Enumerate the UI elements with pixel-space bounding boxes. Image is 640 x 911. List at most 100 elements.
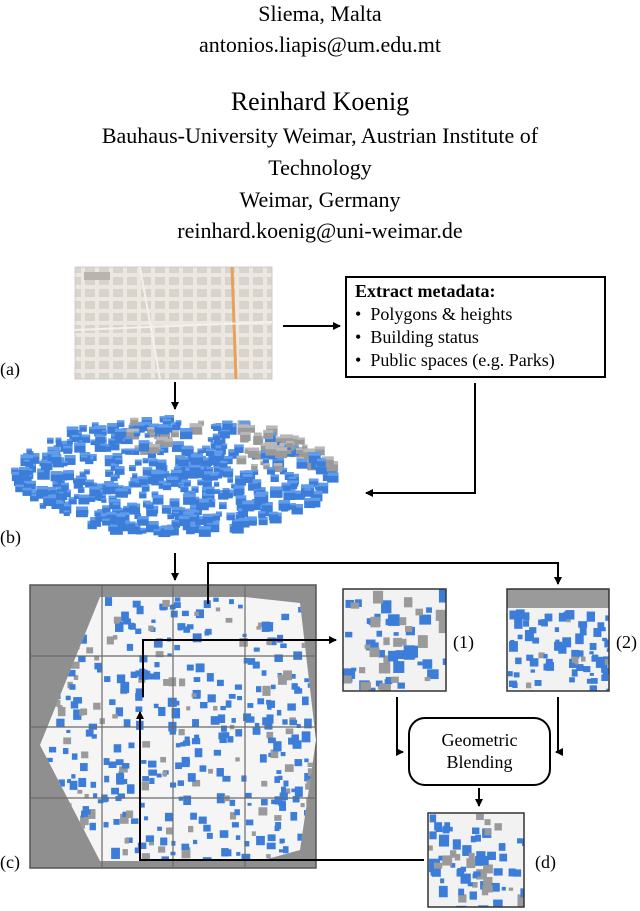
blue-building [215, 445, 226, 455]
blue-building [243, 713, 252, 721]
building-roof [227, 477, 234, 480]
gray-building [390, 676, 399, 683]
blue-building [467, 882, 473, 887]
blue-building [283, 489, 296, 501]
blue-building [571, 669, 578, 677]
gray-building [71, 661, 80, 669]
blue-building [266, 699, 272, 705]
blue-building [187, 773, 196, 782]
blue-building [140, 802, 145, 808]
blue-building [242, 500, 255, 512]
building-roof [158, 480, 168, 484]
blue-building [116, 420, 125, 428]
building-roof [162, 418, 171, 422]
blue-building [117, 793, 126, 799]
blue-building [177, 456, 189, 467]
blue-building [291, 683, 298, 690]
blue-building [30, 493, 39, 502]
gray-building [192, 779, 201, 787]
blue-building [222, 487, 230, 495]
gray-building [73, 675, 79, 680]
building-roof [141, 484, 150, 487]
blue-building [309, 497, 321, 508]
blue-building [152, 494, 164, 505]
gray-building [213, 705, 218, 711]
author2-affiliation-line1: Bauhaus-University Weimar, Austrian Inst… [101, 123, 539, 148]
building-roof [105, 469, 114, 472]
building-roof [310, 490, 323, 495]
blue-building [94, 662, 103, 670]
blue-building [128, 425, 135, 431]
gray-building [158, 846, 166, 853]
blue-building [107, 423, 120, 434]
building-roof [189, 464, 201, 468]
blue-building [70, 701, 79, 709]
blue-building [247, 658, 256, 665]
blue-building [460, 866, 467, 872]
blue-building [257, 487, 266, 495]
blue-building [130, 480, 136, 485]
blue-building [161, 505, 172, 514]
blue-building [438, 885, 448, 898]
building-roof [80, 455, 88, 458]
blue-building [562, 637, 572, 648]
gray-building [163, 679, 171, 686]
blue-building [114, 466, 125, 475]
building-roof [215, 445, 226, 449]
blue-building [290, 673, 296, 679]
pipeline-arrows [136, 322, 563, 861]
blue-building [304, 718, 312, 729]
blue-building [109, 699, 116, 706]
label-1: (1) [453, 632, 474, 652]
gray-building [262, 685, 271, 696]
gray-building [237, 424, 250, 435]
building-roof [273, 463, 283, 466]
building-roof [114, 466, 125, 470]
gray-building [124, 837, 130, 844]
blue-building [266, 714, 274, 724]
building-roof [223, 468, 234, 472]
blue-building [78, 777, 87, 788]
building-roof [171, 519, 178, 522]
blue-building [231, 822, 239, 828]
gray-building [280, 434, 293, 447]
gray-building [156, 436, 169, 448]
blue-building [220, 725, 227, 732]
building-roof [263, 429, 274, 433]
blue-building [203, 600, 211, 609]
building-roof [143, 500, 151, 503]
author2-affiliation-line2: Technology [268, 155, 372, 180]
building-roof [202, 457, 213, 461]
blue-building [146, 670, 151, 675]
blue-building [602, 637, 607, 642]
blue-building [198, 816, 207, 824]
blue-building [177, 623, 186, 630]
blue-building [74, 442, 86, 453]
blue-building [173, 602, 181, 608]
blue-building [37, 468, 50, 480]
blue-building [138, 476, 148, 485]
blue-building [441, 591, 446, 602]
blue-building [23, 459, 30, 466]
building-roof [79, 471, 86, 474]
building-roof [146, 520, 159, 525]
blue-building [115, 707, 124, 717]
building-roof [196, 498, 209, 503]
blue-building [181, 445, 193, 457]
blue-building [368, 687, 376, 691]
gray-building [141, 853, 150, 861]
blue-building [597, 622, 605, 631]
blue-building [212, 433, 221, 440]
blue-building [75, 475, 87, 486]
blue-building [499, 853, 508, 862]
building-roof [149, 444, 160, 448]
blue-building [46, 486, 57, 496]
gray-building [383, 655, 391, 664]
blue-building [589, 642, 597, 651]
blue-building [261, 799, 268, 806]
blue-building [148, 458, 158, 467]
gray-building [114, 616, 121, 622]
metadata-item-2-text: Building status [370, 327, 479, 347]
gray-building [168, 677, 177, 687]
blue-building [132, 600, 141, 608]
